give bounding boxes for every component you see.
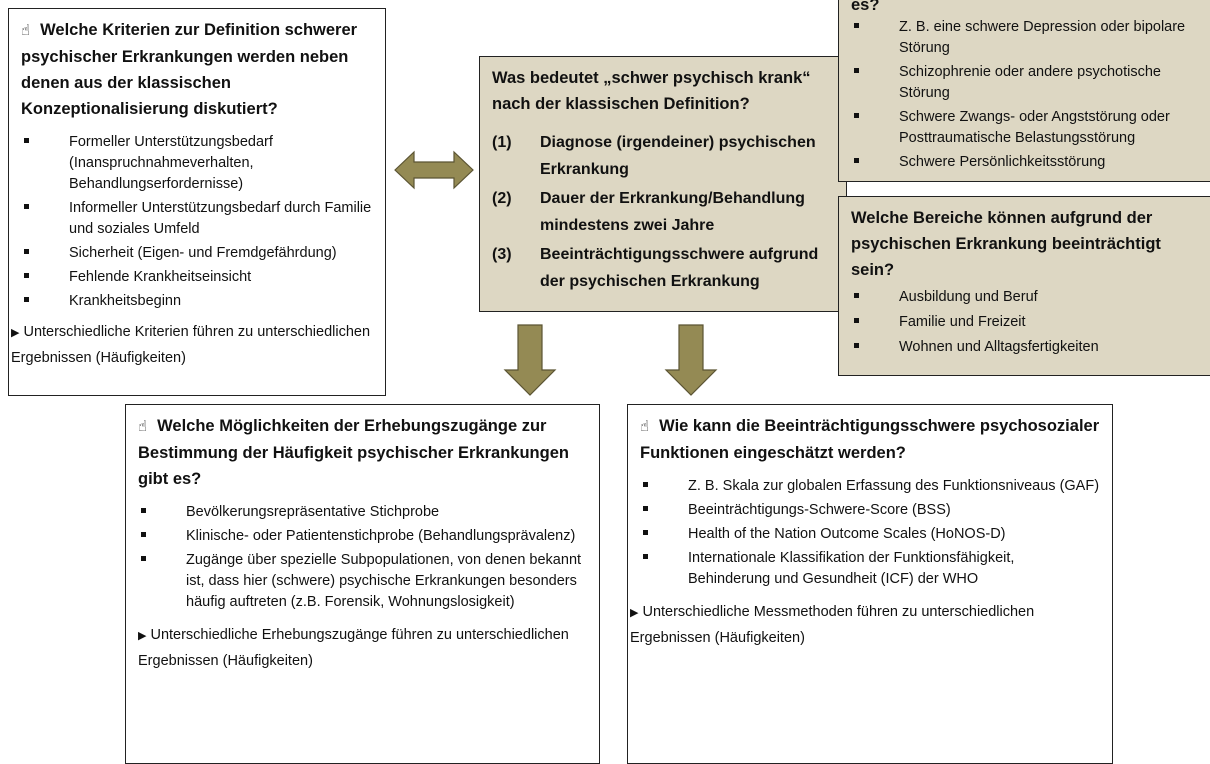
definition-item: (2)Dauer der Erkrankung/Behandlung minde…: [492, 190, 805, 234]
list-item: Health of the Nation Outcome Scales (HoN…: [640, 524, 1100, 545]
list-item: Sicherheit (Eigen- und Fremdgefährdung): [21, 243, 373, 264]
box-definition-title: Was bedeutet „schwer psychisch krank“ na…: [492, 69, 811, 113]
hand-pointer-icon: ☝: [21, 22, 31, 39]
box-severity-title: ☝Wie kann die Beeinträchtigungsschwere p…: [640, 417, 1100, 462]
down-arrow-right-shape: [664, 324, 718, 396]
box-areas: Welche Bereiche können aufgrund der psyc…: [838, 196, 1210, 376]
list-item: Familie und Freizeit: [851, 312, 1205, 333]
triangle-right-icon: ▶: [630, 607, 639, 619]
list-item: Zugänge über spezielle Subpopulationen, …: [138, 550, 587, 613]
list-item: Schizophrenie oder andere psychotische S…: [851, 62, 1210, 104]
down-arrow-left: [503, 324, 557, 396]
double-arrow-shape: [394, 150, 474, 190]
severity-note: ▶Unterschiedliche Messmethoden führen zu…: [630, 604, 1035, 646]
access-list: Bevölkerungsrepräsentative Stichprobe Kl…: [138, 502, 587, 613]
list-item: Formeller Unterstützungsbedarf (Inanspru…: [21, 132, 373, 195]
list-item: Bevölkerungsrepräsentative Stichprobe: [138, 502, 587, 523]
definition-item: (1)Diagnose (irgendeiner) psychischen Er…: [492, 134, 816, 178]
down-arrow-right: [664, 324, 718, 396]
access-note: ▶Unterschiedliche Erhebungszugänge führe…: [138, 627, 569, 669]
hand-pointer-icon: ☝: [138, 418, 148, 435]
list-item: Schwere Persönlichkeitsstörung: [851, 152, 1210, 173]
definition-list: (1)Diagnose (irgendeiner) psychischen Er…: [492, 129, 834, 295]
triangle-right-icon: ▶: [11, 327, 20, 339]
list-item: Beeinträchtigungs-Schwere-Score (BSS): [640, 500, 1100, 521]
criteria-note: ▶Unterschiedliche Kriterien führen zu un…: [11, 324, 371, 366]
list-item: Z. B. Skala zur globalen Erfassung des F…: [640, 476, 1100, 497]
list-item: Schwere Zwangs- oder Angststörung oder P…: [851, 107, 1210, 149]
areas-list: Ausbildung und Beruf Familie und Freizei…: [851, 287, 1205, 358]
list-item: Informeller Unterstützungsbedarf durch F…: [21, 198, 373, 240]
list-item: Z. B. eine schwere Depression oder bipol…: [851, 17, 1210, 59]
box-diagnoses-title: es?: [851, 0, 880, 14]
triangle-right-icon: ▶: [138, 630, 147, 642]
definition-item: (3)Beeinträchtigungsschwere aufgrund der…: [492, 246, 819, 290]
box-diagnoses: es? Z. B. eine schwere Depression oder b…: [838, 0, 1210, 182]
double-arrow: [394, 150, 474, 190]
list-item: Fehlende Krankheitseinsicht: [21, 267, 373, 288]
list-item: Krankheitsbeginn: [21, 291, 373, 312]
box-access: ☝Welche Möglichkeiten der Erhebungszugän…: [125, 404, 600, 764]
box-criteria: ☝Welche Kriterien zur Definition schwere…: [8, 8, 386, 396]
box-severity: ☝Wie kann die Beeinträchtigungsschwere p…: [627, 404, 1113, 764]
severity-list: Z. B. Skala zur globalen Erfassung des F…: [640, 476, 1100, 590]
list-item: Klinische- oder Patientenstichprobe (Beh…: [138, 526, 587, 547]
box-criteria-title: ☝Welche Kriterien zur Definition schwere…: [21, 21, 358, 118]
criteria-list: Formeller Unterstützungsbedarf (Inanspru…: [21, 132, 373, 312]
hand-pointer-icon: ☝: [640, 418, 650, 435]
down-arrow-left-shape: [503, 324, 557, 396]
box-definition: Was bedeutet „schwer psychisch krank“ na…: [479, 56, 847, 312]
list-item: Internationale Klassifikation der Funkti…: [640, 548, 1100, 590]
box-areas-title: Welche Bereiche können aufgrund der psyc…: [851, 209, 1161, 279]
list-item: Wohnen und Alltagsfertigkeiten: [851, 337, 1205, 358]
list-item: Ausbildung und Beruf: [851, 287, 1205, 308]
diagnoses-list: Z. B. eine schwere Depression oder bipol…: [851, 17, 1210, 173]
box-access-title: ☝Welche Möglichkeiten der Erhebungszugän…: [138, 417, 569, 488]
